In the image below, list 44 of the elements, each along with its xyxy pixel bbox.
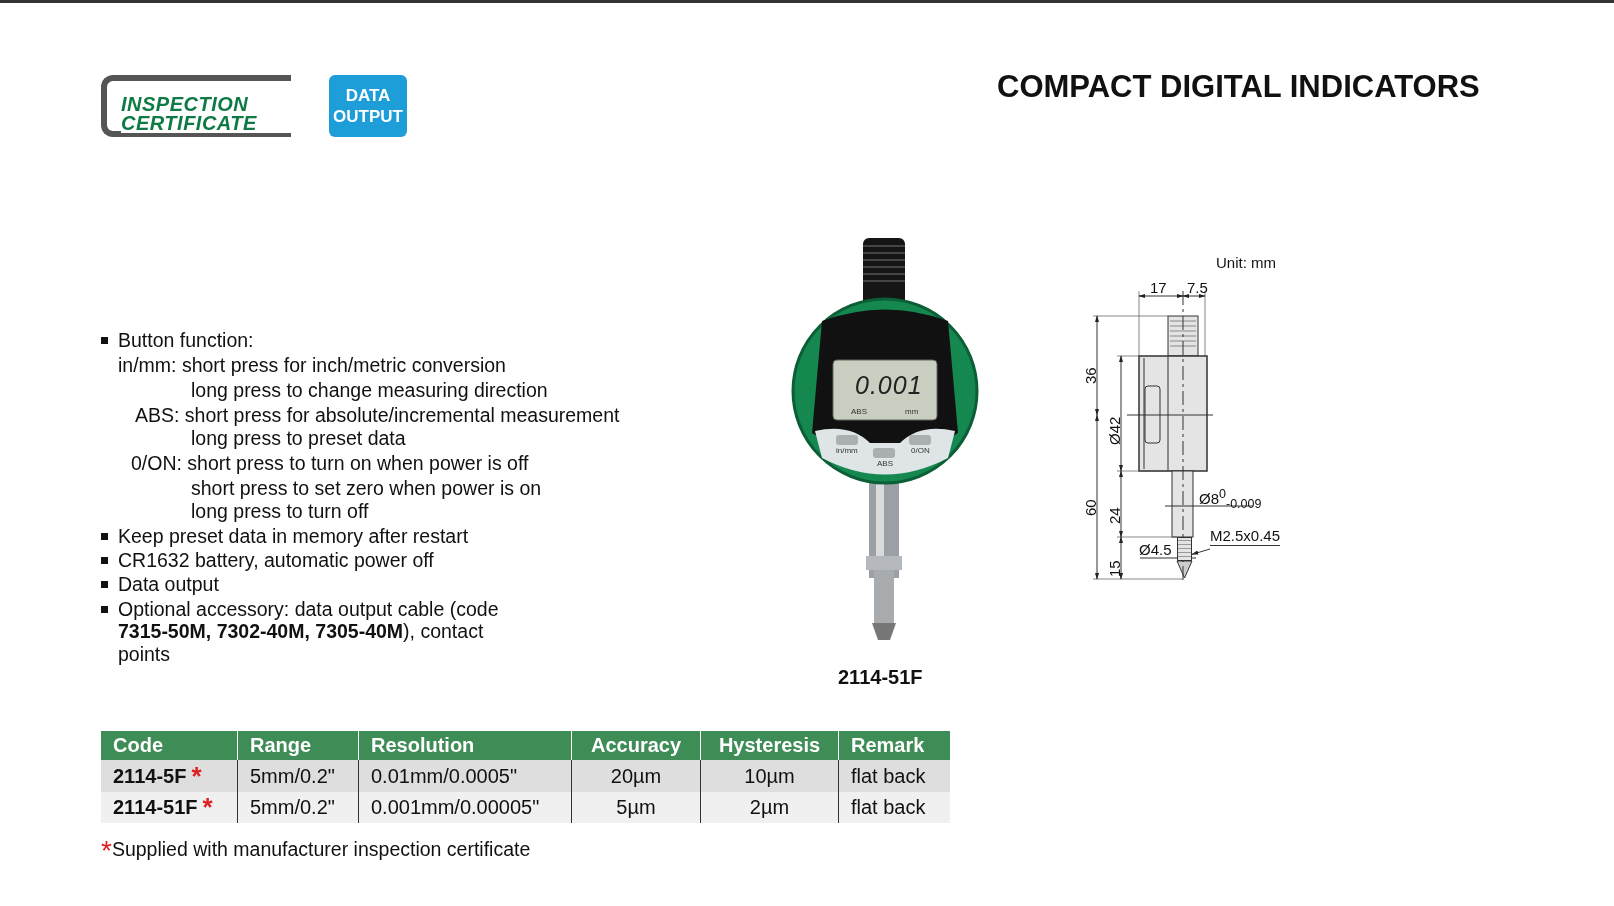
dimension-label: 36 <box>1082 366 1100 384</box>
column-header: Resolution <box>359 731 572 760</box>
device-marking: mm <box>905 407 919 417</box>
feature-text: in/mm: short press for inch/metric conversion <box>118 354 506 377</box>
dimension-label: 17 <box>1150 279 1167 297</box>
dimension-label: Ø42 <box>1106 416 1124 445</box>
table-cell: 20µm <box>572 760 701 792</box>
table-cell: 0.01mm/0.0005" <box>359 760 572 792</box>
table-cell: 10µm <box>701 760 839 792</box>
page-title: COMPACT DIGITAL INDICATORS <box>997 69 1480 105</box>
feature-text: long press to turn off <box>191 500 369 523</box>
dimension-label: 7.5 <box>1187 279 1208 297</box>
dimension-label: 24 <box>1106 506 1124 524</box>
data-output-badge: DATA OUTPUT <box>329 75 407 137</box>
column-header: Hysteresis <box>701 731 839 760</box>
unit-note: Unit: mm <box>1216 254 1276 272</box>
display-reading: 0.001 <box>855 371 923 400</box>
leader-line <box>1191 548 1211 555</box>
feature-text: ABS: short press for absolute/incremental measurement <box>135 404 620 427</box>
contact-thread <box>1177 537 1192 561</box>
feature-text: Button function: <box>118 329 254 352</box>
dimension-label: 60 <box>1082 498 1100 516</box>
device-marking: ABS <box>877 459 893 469</box>
table-cell: 5mm/0.2" <box>238 760 359 792</box>
thread-callout: M2.5x0.45 <box>1210 527 1281 546</box>
table-cell: flat back <box>839 760 950 792</box>
feature-text: Optional accessory: data output cable (code 7315-50M, 7302-40M, 7305-40M), contact points <box>118 598 500 666</box>
feature-text: long press to change measuring direction <box>191 379 548 402</box>
feature-text: 0/ON: short press to turn on when power is off <box>131 452 529 475</box>
feature-text: Keep preset data in memory after restart <box>118 525 469 548</box>
device-marking: in/mm <box>836 446 858 456</box>
product-code-caption: 2114-51F <box>838 666 923 689</box>
dimension-label: Ø4.5 <box>1139 541 1172 559</box>
device-marking: 0/ON <box>911 446 930 456</box>
column-header: Remark <box>839 731 950 760</box>
column-header: Accuracy <box>572 731 701 760</box>
column-header: Range <box>238 731 359 760</box>
feature-text: short press to set zero when power is on <box>191 477 542 500</box>
column-header: Code <box>101 731 238 760</box>
device-marking: ABS <box>851 407 867 417</box>
feature-text: long press to preset data <box>191 427 406 450</box>
feature-text: Data output <box>118 573 219 596</box>
dimension-label: 15 <box>1106 559 1124 577</box>
feature-text: CR1632 battery, automatic power off <box>118 549 434 572</box>
